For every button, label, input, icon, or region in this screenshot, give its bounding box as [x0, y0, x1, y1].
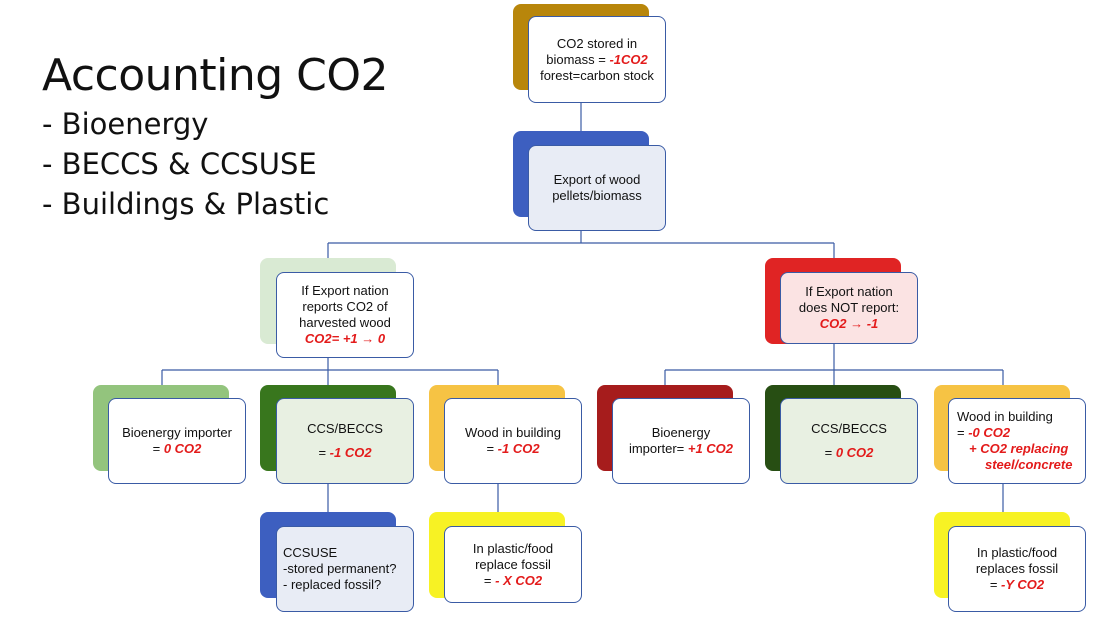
node-top-line1: CO2 stored in — [556, 35, 638, 51]
node-plastic-left: In plastic/food replace fossil = - X CO2 — [444, 526, 582, 603]
node-ccs-beccs-left: CCS/BECCS = -1 CO2 — [276, 398, 414, 484]
node-plastic-right-value: -Y CO2 — [1001, 577, 1045, 592]
node-ccs-left-line2: = -1 CO2 — [318, 445, 372, 460]
node-wood-right-value3: steel/concrete — [985, 457, 1073, 472]
node-ccsuse-line3: - replaced fossil? — [283, 577, 382, 592]
node-wood-building-left: Wood in building = -1 CO2 — [444, 398, 582, 484]
node-plastic-left-line3: = - X CO2 — [483, 572, 543, 588]
node-bio-right-value: +1 CO2 — [687, 441, 734, 456]
node-reports-line1: If Export nation — [301, 283, 389, 298]
node-plastic-right-line1: In plastic/food — [976, 545, 1058, 560]
node-ccs-right-value: 0 CO2 — [835, 445, 874, 460]
node-reports: If Export nation reports CO2 of harveste… — [276, 272, 414, 358]
node-bio-right-line1: Bioenergy — [651, 425, 711, 440]
node-ccsuse-line2: -stored permanent? — [283, 561, 397, 576]
node-reports-line2: reports CO2 of — [302, 299, 388, 314]
node-ccs-right-line2: = 0 CO2 — [824, 445, 874, 460]
node-co2-stored: CO2 stored in biomass = -1CO2 forest=car… — [528, 16, 666, 103]
node-wood-left-line2: = -1 CO2 — [486, 441, 540, 456]
node-not-reports: If Export nation does NOT report: CO2 → … — [780, 272, 918, 344]
node-not-reports-value: CO2 → -1 — [819, 316, 879, 331]
node-top-line3: forest=carbon stock — [540, 67, 654, 83]
node-bio-right-line2: importer= +1 CO2 — [628, 441, 734, 456]
node-plastic-right-line3: = -Y CO2 — [989, 577, 1045, 592]
node-reports-line3: harvested wood — [299, 315, 391, 330]
node-ccs-left-value: -1 CO2 — [329, 445, 372, 460]
node-wood-left-value: -1 CO2 — [497, 441, 540, 456]
node-ccsuse-line1: CCSUSE — [283, 545, 338, 560]
node-plastic-left-value: - X CO2 — [495, 572, 543, 588]
node-not-reports-line1: If Export nation — [805, 284, 893, 299]
node-wood-right-value2: + CO2 replacing — [969, 441, 1069, 456]
node-export-line2: pellets/biomass — [552, 188, 642, 203]
subtitle-bioenergy: - Bioenergy — [42, 107, 209, 141]
node-top-line2: biomass = -1CO2 — [546, 51, 648, 67]
node-not-reports-line2: does NOT report: — [798, 300, 900, 315]
node-ccs-left-line1: CCS/BECCS — [307, 421, 383, 436]
node-export: Export of wood pellets/biomass — [528, 145, 666, 231]
node-ccs-right-line1: CCS/BECCS — [811, 421, 887, 436]
page-title: Accounting CO2 — [42, 50, 389, 101]
node-wood-right-line1: Wood in building — [957, 409, 1053, 424]
subtitle-beccs: - BECCS & CCSUSE — [42, 147, 317, 181]
node-export-line1: Export of wood — [553, 172, 641, 187]
node-plastic-left-line1: In plastic/food — [472, 540, 554, 556]
node-bioenergy-importer-left: Bioenergy importer = 0 CO2 — [108, 398, 246, 484]
node-bio-left-line2: = 0 CO2 — [152, 441, 202, 456]
node-bio-left-value: 0 CO2 — [163, 441, 202, 456]
node-plastic-right-line2: replaces fossil — [975, 561, 1059, 576]
node-plastic-left-line2: replace fossil — [475, 556, 551, 572]
node-bio-left-line1: Bioenergy importer — [122, 425, 232, 440]
node-wood-right-value: -0 CO2 — [968, 425, 1011, 440]
node-ccs-beccs-right: CCS/BECCS = 0 CO2 — [780, 398, 918, 484]
node-bioenergy-importer-right: Bioenergy importer= +1 CO2 — [612, 398, 750, 484]
node-wood-left-line1: Wood in building — [465, 425, 561, 440]
subtitle-buildings: - Buildings & Plastic — [42, 187, 330, 221]
node-top-value: -1CO2 — [609, 51, 648, 67]
title-block: Accounting CO2 - Bioenergy - BECCS & CCS… — [42, 50, 389, 224]
node-reports-value: CO2= +1 → 0 — [304, 331, 386, 346]
node-ccsuse: CCSUSE -stored permanent? - replaced fos… — [276, 526, 414, 612]
node-wood-right-line2: = -0 CO2 — [957, 425, 1011, 440]
node-wood-building-right: Wood in building = -0 CO2 + CO2 replacin… — [948, 398, 1086, 484]
node-plastic-right: In plastic/food replaces fossil = -Y CO2 — [948, 526, 1086, 612]
